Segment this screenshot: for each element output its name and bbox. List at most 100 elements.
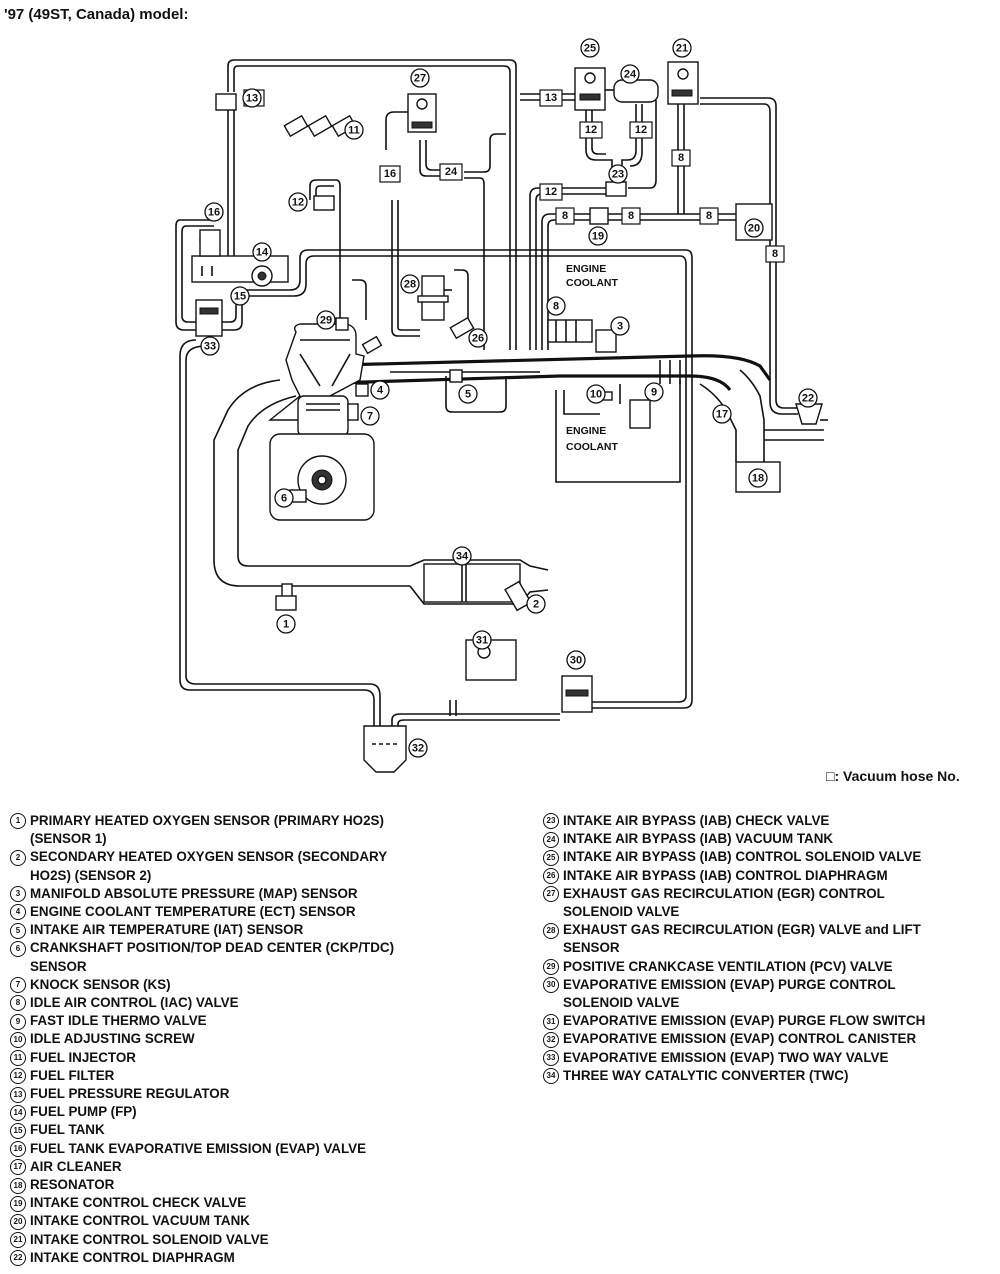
svg-text:15: 15 bbox=[234, 291, 246, 303]
legend-item-text-continued: SOLENOID VALVE bbox=[563, 904, 680, 920]
legend-item-number: 2 bbox=[10, 849, 26, 866]
legend-item-text-continued: SOLENOID VALVE bbox=[563, 995, 680, 1011]
callout-20: 20 bbox=[744, 218, 764, 238]
legend-item-number: 9 bbox=[10, 1013, 26, 1030]
legend-item-number: 3 bbox=[10, 886, 26, 903]
legend-item-number: 4 bbox=[10, 904, 26, 921]
svg-text:20: 20 bbox=[748, 223, 760, 235]
callout-18: 18 bbox=[748, 468, 768, 488]
callout-23: 23 bbox=[608, 164, 628, 184]
legend-item-text: INTAKE CONTROL CHECK VALVE bbox=[30, 1195, 247, 1211]
legend-item-number: 22 bbox=[10, 1250, 26, 1267]
svg-text:11: 11 bbox=[348, 125, 360, 137]
callout-4: 4 bbox=[370, 380, 390, 400]
svg-text:12: 12 bbox=[585, 124, 597, 136]
legend-item-text: CRANKSHAFT POSITION/TOP DEAD CENTER (CKP… bbox=[30, 940, 395, 956]
callout-25: 25 bbox=[580, 38, 600, 58]
legend-item-number: 12 bbox=[10, 1068, 26, 1085]
svg-text:29: 29 bbox=[320, 315, 332, 327]
callout-13: 13 bbox=[242, 88, 262, 108]
svg-text:8: 8 bbox=[628, 210, 634, 222]
callout-33: 33 bbox=[200, 336, 220, 356]
callout-31: 31 bbox=[472, 630, 492, 650]
legend-item-number: 33 bbox=[543, 1050, 559, 1067]
hose-label: 24 bbox=[439, 163, 463, 181]
legend-item-text: IDLE AIR CONTROL (IAC) VALVE bbox=[30, 995, 239, 1011]
hose-label: 12 bbox=[629, 121, 653, 139]
legend-item-number: 32 bbox=[543, 1031, 559, 1048]
legend-item-text: AIR CLEANER bbox=[30, 1158, 122, 1174]
legend-item-number: 14 bbox=[10, 1104, 26, 1121]
callout-15: 15 bbox=[230, 286, 250, 306]
hose-number-note: □: Vacuum hose No. bbox=[826, 768, 960, 784]
callout-34: 34 bbox=[452, 546, 472, 566]
hose-label: 8 bbox=[671, 149, 691, 167]
legend-item-text: INTAKE CONTROL SOLENOID VALVE bbox=[30, 1231, 269, 1247]
svg-text:27: 27 bbox=[414, 73, 426, 85]
svg-text:24: 24 bbox=[624, 69, 637, 81]
legend-item-text: INTAKE CONTROL VACUUM TANK bbox=[30, 1213, 250, 1229]
callout-11: 11 bbox=[344, 120, 364, 140]
callout-16: 16 bbox=[204, 202, 224, 222]
legend-item-text: FAST IDLE THERMO VALVE bbox=[30, 1013, 207, 1029]
svg-text:12: 12 bbox=[545, 186, 557, 198]
legend-item-text: FUEL TANK bbox=[30, 1122, 105, 1138]
svg-text:17: 17 bbox=[716, 409, 728, 421]
hose-label: 8 bbox=[621, 207, 641, 225]
svg-text:18: 18 bbox=[752, 473, 764, 485]
svg-text:8: 8 bbox=[772, 248, 778, 260]
legend-item-text: IDLE ADJUSTING SCREW bbox=[30, 1031, 195, 1047]
legend-item-number: 24 bbox=[543, 831, 559, 848]
callout-12: 12 bbox=[288, 192, 308, 212]
legend-item-text-continued: SENSOR bbox=[563, 940, 620, 956]
legend-item-number: 30 bbox=[543, 977, 559, 994]
exhaust-system bbox=[213, 379, 549, 612]
legend-item-continued: SENSOR bbox=[543, 939, 998, 957]
legend-item-number: 1 bbox=[10, 813, 26, 830]
legend-item-text: FUEL TANK EVAPORATIVE EMISSION (EVAP) VA… bbox=[30, 1140, 367, 1156]
legend-item-number: 15 bbox=[10, 1122, 26, 1139]
svg-text:9: 9 bbox=[651, 387, 657, 399]
svg-text:4: 4 bbox=[377, 385, 384, 397]
legend-item-text: INTAKE AIR BYPASS (IAB) VACUUM TANK bbox=[563, 831, 834, 847]
legend-item-text-continued: SENSOR bbox=[30, 958, 87, 974]
legend-item-text: RESONATOR bbox=[30, 1177, 115, 1193]
hose-label: 12 bbox=[539, 183, 563, 201]
legend-item-number: 19 bbox=[10, 1195, 26, 1212]
legend-item-number: 28 bbox=[543, 922, 559, 939]
legend-item-number: 34 bbox=[543, 1068, 559, 1085]
legend-item-text: FUEL FILTER bbox=[30, 1067, 115, 1083]
engine-coolant-top: COOLANT bbox=[566, 277, 618, 289]
vacuum-hoses bbox=[175, 59, 828, 726]
legend-item-number: 27 bbox=[543, 886, 559, 903]
legend-item-continued: SENSOR bbox=[10, 958, 480, 976]
legend-item-continued: HO2S) (SENSOR 2) bbox=[10, 867, 480, 885]
callout-29: 29 bbox=[316, 310, 336, 330]
callout-2: 2 bbox=[526, 594, 546, 614]
callout-28: 28 bbox=[400, 274, 420, 294]
callout-6: 6 bbox=[274, 488, 294, 508]
engine-coolant-labels: ENGINE COOLANT ENGINE COOLANT bbox=[566, 263, 618, 453]
hose-label: 12 bbox=[579, 121, 603, 139]
legend-item-text: POSITIVE CRANKCASE VENTILATION (PCV) VAL… bbox=[563, 958, 893, 974]
legend-item-number: 10 bbox=[10, 1031, 26, 1048]
svg-text:23: 23 bbox=[612, 169, 624, 181]
svg-text:6: 6 bbox=[281, 493, 287, 505]
svg-text:1: 1 bbox=[283, 619, 289, 631]
vacuum-hose-diagram: 13 16 24 13 12 12 12 8 8 8 8 8 ENGINE CO… bbox=[175, 38, 828, 773]
callout-3: 3 bbox=[610, 316, 630, 336]
